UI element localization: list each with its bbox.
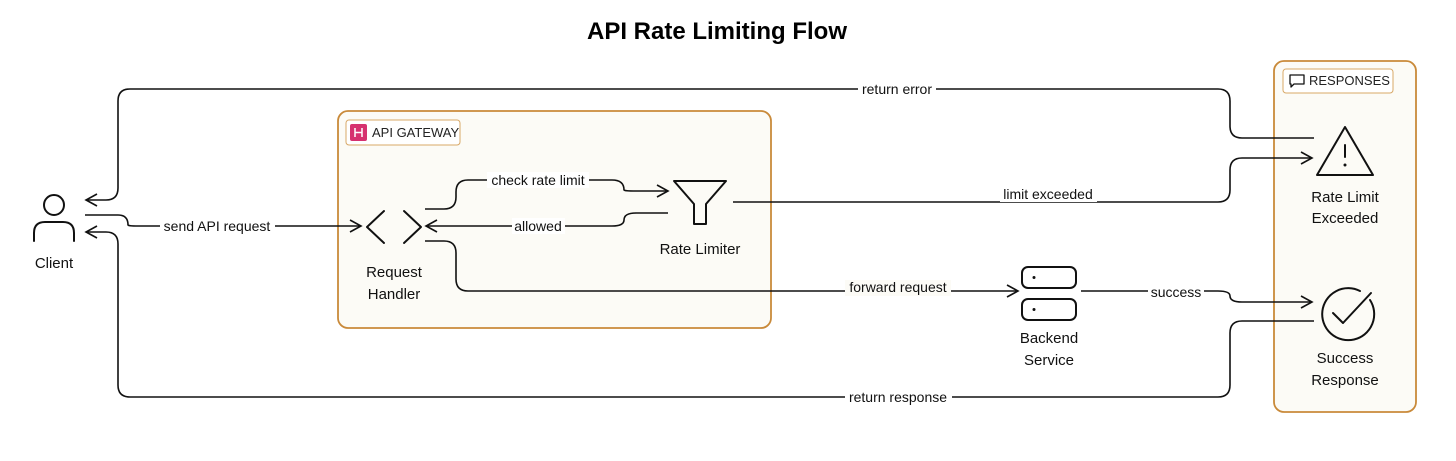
- warning-triangle-icon: [1316, 126, 1374, 176]
- node-request-handler[interactable]: Request Handler: [366, 210, 423, 303]
- edge-check-rate-limit: [425, 179, 670, 210]
- check-circle-icon: [1321, 287, 1376, 342]
- group-label-responses: RESPONSES: [1309, 73, 1390, 88]
- node-label-backend-line2: Service: [1024, 352, 1074, 369]
- edge-forward-request: [425, 240, 1020, 298]
- edge-success: [1081, 290, 1314, 309]
- node-success-response[interactable]: Success Response: [1311, 287, 1379, 389]
- edge-label-success: success: [1151, 284, 1202, 300]
- edge-label-check-rate-limit: check rate limit: [491, 172, 584, 188]
- edge-send-api-request: [85, 214, 363, 233]
- edge-label-limit-exceeded: limit exceeded: [1003, 186, 1093, 202]
- edge-return-error: [84, 88, 1314, 207]
- node-label-backend-line1: Backend: [1020, 330, 1078, 347]
- node-label-request-handler-line2: Handler: [368, 286, 421, 303]
- edge-label-allowed: allowed: [514, 218, 561, 234]
- node-rate-limiter[interactable]: Rate Limiter: [660, 180, 741, 258]
- node-backend-service[interactable]: Backend Service: [1020, 266, 1078, 369]
- node-label-success-line1: Success: [1317, 350, 1374, 367]
- node-label-client: Client: [35, 255, 74, 272]
- edge-labels: send API request check rate limit allowe…: [160, 81, 1204, 405]
- user-icon: [33, 194, 75, 242]
- code-brackets-icon: [366, 210, 422, 244]
- group-responses[interactable]: RESPONSES: [1273, 60, 1417, 413]
- node-client[interactable]: Client: [33, 194, 75, 272]
- diagram-title: API Rate Limiting Flow: [587, 18, 847, 45]
- funnel-icon: [673, 180, 727, 225]
- node-label-success-line2: Response: [1311, 372, 1379, 389]
- edge-label-forward-request: forward request: [849, 279, 946, 295]
- connectors: [84, 88, 1314, 398]
- speech-bubble-icon: [1289, 74, 1305, 88]
- edge-label-send-api-request: send API request: [164, 218, 271, 234]
- server-icon: [1021, 266, 1077, 321]
- group-label-api-gateway: API GATEWAY: [372, 125, 459, 140]
- edge-label-return-response: return response: [849, 389, 947, 405]
- edge-return-response: [84, 225, 1314, 398]
- edge-limit-exceeded: [733, 151, 1314, 203]
- node-rate-limit-exceeded[interactable]: Rate Limit Exceeded: [1311, 126, 1380, 227]
- node-label-rate-limit-line2: Exceeded: [1312, 210, 1379, 227]
- node-label-rate-limiter: Rate Limiter: [660, 241, 741, 258]
- edge-label-return-error: return error: [862, 81, 932, 97]
- node-label-rate-limit-line1: Rate Limit: [1311, 189, 1379, 206]
- api-gateway-icon: [350, 124, 367, 141]
- node-label-request-handler-line1: Request: [366, 264, 423, 281]
- edge-allowed: [424, 212, 668, 233]
